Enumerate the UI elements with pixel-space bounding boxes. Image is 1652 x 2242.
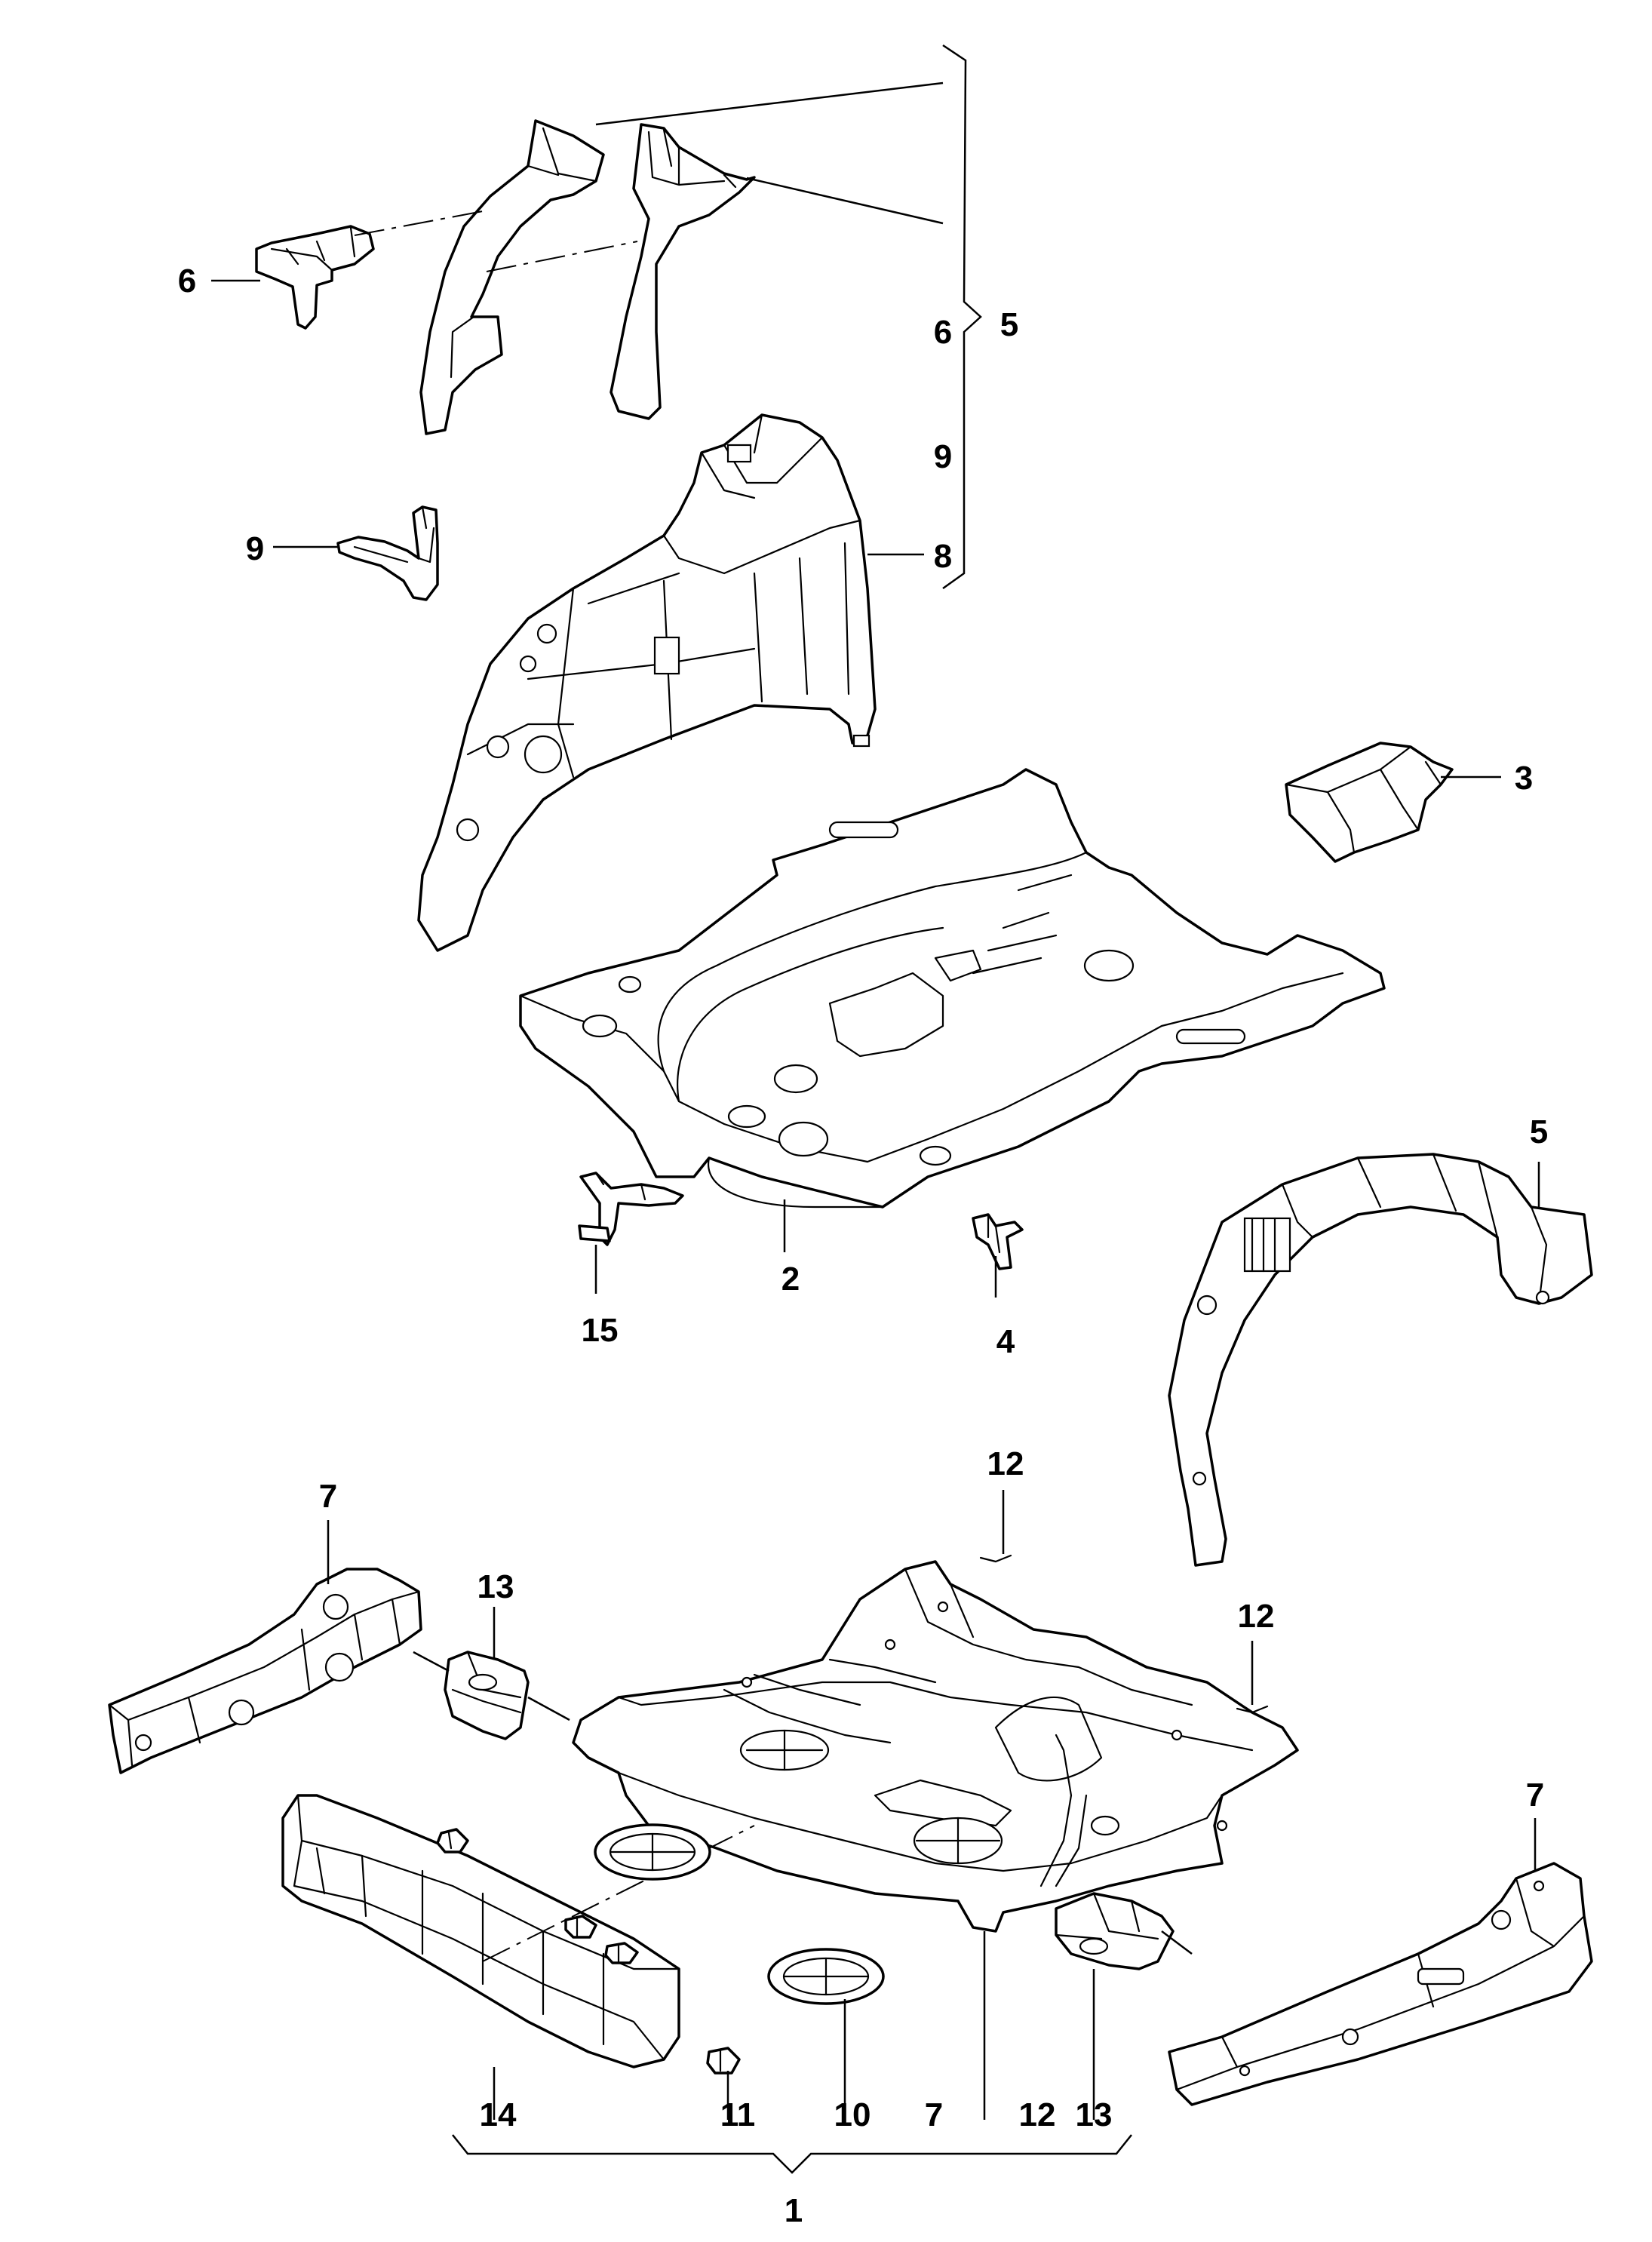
callout-11: 11	[720, 2096, 756, 2133]
part-7-left-member	[108, 1568, 422, 1774]
part-6-bracket	[255, 225, 375, 330]
part-7-right-member	[1168, 1862, 1593, 2106]
callout-2: 2	[781, 1261, 800, 1298]
part-5-pillar-inner	[419, 119, 605, 435]
part-1-main-floor	[572, 1560, 1299, 1933]
part-11-clips	[436, 1828, 741, 2075]
callout-7-left: 7	[319, 1478, 337, 1515]
callout-5-right: 5	[1530, 1113, 1548, 1150]
callout-6-group: 6	[934, 314, 952, 351]
callout-6-left: 6	[178, 263, 196, 299]
callout-7-right: 7	[1526, 1777, 1544, 1814]
part-12-clips	[979, 1554, 1269, 1714]
callout-12-mid: 12	[1238, 1598, 1275, 1635]
part-9-bracket	[336, 505, 439, 601]
callout-5-top: 5	[1000, 306, 1018, 343]
part-4-clip	[972, 1213, 1024, 1270]
part-13-right-bracket	[1055, 1892, 1175, 1970]
callout-7-bottom: 7	[925, 2096, 943, 2133]
callout-4: 4	[996, 1323, 1015, 1360]
part-8-wheelhouse-inner	[417, 413, 877, 952]
callout-10: 10	[834, 2096, 871, 2133]
callout-1: 1	[785, 2192, 803, 2229]
leader-lines	[211, 44, 1540, 2174]
callout-13-left: 13	[477, 1568, 514, 1605]
callout-15: 15	[582, 1312, 619, 1349]
callout-14: 14	[480, 2096, 517, 2133]
callout-12-bottom: 12	[1019, 2096, 1056, 2133]
part-14-cross-member	[281, 1794, 680, 2068]
callout-labels: 6 6 5 9 9 8 3 5 2 15 4 12 7 13 12 7 14 1…	[178, 263, 1548, 2229]
part-3-panel	[1285, 742, 1454, 863]
callout-8: 8	[934, 538, 952, 575]
callout-12-top: 12	[987, 1445, 1024, 1482]
callout-9-group: 9	[934, 438, 952, 475]
part-13-left-bracket	[444, 1651, 530, 1740]
callout-13-bottom: 13	[1076, 2096, 1113, 2133]
part-2-rear-floor	[519, 768, 1386, 1209]
callout-9-left: 9	[246, 530, 264, 567]
part-15-bracket	[578, 1172, 684, 1246]
part-5-wheelhouse-outer	[1168, 1153, 1593, 1567]
part-10-plugs	[594, 1823, 885, 2005]
part-5-pillar-outer	[610, 123, 756, 420]
callout-3: 3	[1515, 760, 1533, 797]
